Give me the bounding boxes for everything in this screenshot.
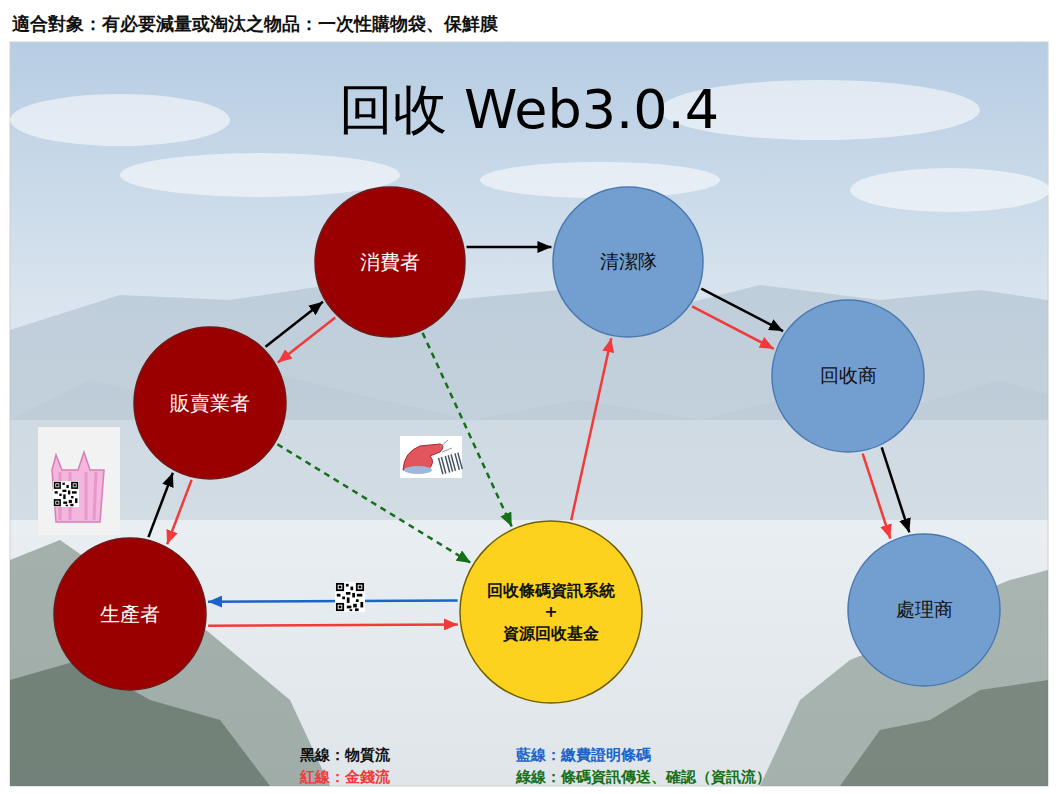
circle-shape [54, 538, 206, 690]
legend-entry: 黑線：物質流 [300, 746, 390, 765]
circle-shape [134, 327, 286, 479]
node-label: 處理商 [896, 597, 953, 623]
node-label: 回收條碼資訊系統 + 資源回收基金 [487, 580, 615, 645]
flow-arrow [882, 447, 910, 532]
circle-shape [553, 187, 703, 337]
flow-circle: 處理商 [847, 533, 1001, 687]
barcode-scanner-icon [400, 436, 462, 478]
node-text-group: 處理商 [896, 597, 953, 623]
flow-arrow [571, 338, 611, 520]
legend-entry: 藍線：繳費證明條碼 [516, 746, 651, 765]
node-text-group: 回收條碼資訊系統 + 資源回收基金 [487, 580, 615, 645]
node-text-group: 消費者 [360, 249, 420, 276]
flow-circle: 販賣業者 [133, 326, 287, 480]
node-label: 生產者 [100, 601, 160, 628]
flow-arrow [148, 473, 172, 537]
node-text-group: 生產者 [100, 601, 160, 628]
flow-circle: 清潔隊 [552, 186, 704, 338]
flow-circle: 生產者 [53, 537, 207, 691]
node-label: 清潔隊 [600, 249, 657, 275]
circle-shape [315, 187, 465, 337]
qr-code-icon [335, 582, 365, 612]
flow-arrow [167, 480, 191, 544]
flow-circle: 消費者 [314, 186, 466, 338]
flow-arrow [423, 333, 512, 527]
circle-shape [460, 521, 642, 703]
diagram-title: 回收 Web3.0.4 [0, 74, 1058, 147]
flow-arrow [467, 246, 552, 249]
node-label: 販賣業者 [170, 390, 250, 417]
node-label: 回收商 [820, 363, 877, 389]
flow-arrow [692, 306, 774, 348]
flow-arrow [701, 289, 783, 331]
node-text-group: 清潔隊 [600, 249, 657, 275]
node-text-group: 販賣業者 [170, 390, 250, 417]
circle-shape [772, 300, 924, 452]
node-label: 消費者 [360, 249, 420, 276]
legend-entry: 紅線：金錢流 [300, 768, 390, 787]
flow-arrow [863, 454, 891, 539]
flow-arrow [208, 600, 458, 601]
right-trees [840, 680, 1048, 786]
flow-arrow [278, 318, 335, 363]
node-text-group: 回收商 [820, 363, 877, 389]
circle-shape [848, 534, 1000, 686]
note-label: 適合對象：有必要減量或淘汰之物品：一次性購物袋、保鮮膜 [12, 12, 498, 36]
flow-circle: 回收條碼資訊系統 + 資源回收基金 [459, 520, 643, 704]
sky-photo [10, 42, 1048, 786]
legend-entry: 綠線：條碼資訊傳送、確認（資訊流） [516, 768, 771, 787]
plastic-bag-icon [38, 427, 120, 535]
label-layer: 適合對象：有必要減量或淘汰之物品：一次性購物袋、保鮮膜 [12, 12, 498, 36]
flow-circle: 回收商 [771, 299, 925, 453]
flow-arrow [266, 302, 323, 347]
flow-arrow [208, 624, 458, 625]
